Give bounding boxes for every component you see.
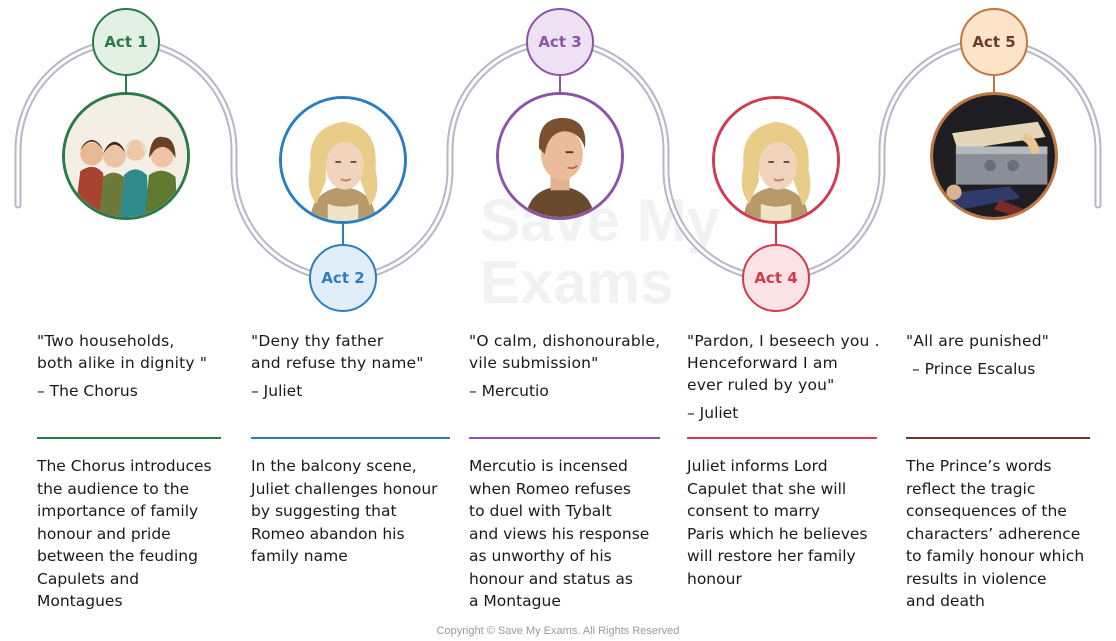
act-4-speaker: – Juliet: [687, 404, 739, 422]
description-line: a Montague: [469, 592, 561, 610]
act-3-quote-block: "O calm, dishonourable, vile submission"…: [469, 330, 679, 402]
description-line: honour and status as: [469, 569, 633, 588]
description-line: and views his response: [469, 524, 650, 543]
description-line: the audience to the: [37, 479, 190, 498]
description-line: reflect the tragic: [906, 479, 1036, 498]
description-line: will restore her family: [687, 547, 856, 565]
description-line: Montagues: [37, 592, 123, 610]
mercutio-portrait-icon: [496, 92, 624, 220]
act-2-speaker: – Juliet: [251, 382, 303, 400]
description-line: Capulet that she will: [687, 479, 847, 498]
act-1-quote: "Two households, both alike in dignity ": [37, 330, 247, 374]
description-line: In the balcony scene,: [251, 457, 417, 475]
act-3-speaker: – Mercutio: [469, 382, 549, 400]
juliet-portrait-icon: [712, 96, 840, 224]
act-1-label: Act 1: [92, 8, 160, 76]
act-4-quote-line: Henceforward I am: [687, 354, 838, 372]
description-line: consequences of the: [906, 502, 1067, 520]
act-2-quote-block: "Deny thy father and refuse thy name" – …: [251, 330, 461, 402]
description-line: as unworthy of his: [469, 547, 612, 565]
act-2-quote: "Deny thy father and refuse thy name": [251, 330, 461, 374]
act-5-label-text: Act 5: [972, 33, 1016, 51]
act-5-label: Act 5: [960, 8, 1028, 76]
act-1-divider: [37, 437, 221, 439]
act-3-label-text: Act 3: [538, 33, 582, 51]
act-2-divider: [251, 437, 450, 439]
description-line: Juliet informs Lord: [687, 457, 828, 475]
description-line: Paris which he believes: [687, 524, 868, 543]
act-2-quote-line: and refuse thy name": [251, 354, 424, 372]
act-3-quote-line: "O calm, dishonourable,: [469, 332, 661, 350]
act-1-quote-block: "Two households, both alike in dignity "…: [37, 330, 247, 402]
act-3-quote: "O calm, dishonourable, vile submission": [469, 330, 679, 374]
description-line: importance of family: [37, 502, 199, 520]
description-line: to family honour which: [906, 547, 1085, 565]
act-2-label-text: Act 2: [321, 269, 365, 287]
tomb-portrait-icon: [930, 92, 1058, 220]
act-1-quote-line: both alike in dignity ": [37, 354, 208, 372]
act-2-label: Act 2: [309, 244, 377, 312]
watermark-line-2: Exams: [480, 249, 674, 316]
act-4-quote: "Pardon, I beseech you . Henceforward I …: [687, 330, 897, 396]
description-line: consent to marry: [687, 502, 820, 520]
description-line: honour and pride: [37, 524, 171, 543]
juliet-portrait-icon: [279, 96, 407, 224]
act-5-quote-line: "All are punished": [906, 332, 1050, 350]
description-line: Juliet challenges honour: [251, 479, 438, 498]
act-4-quote-line: "Pardon, I beseech you .: [687, 332, 880, 350]
act-3-description: Mercutio is incensed when Romeo refuses …: [469, 455, 684, 613]
act-1-quote-line: "Two households,: [37, 332, 175, 350]
description-line: by suggesting that: [251, 502, 397, 520]
act-1-label-text: Act 1: [104, 33, 148, 51]
description-line: characters’ adherence: [906, 524, 1081, 543]
description-line: honour: [687, 569, 742, 588]
act-4-description: Juliet informs Lord Capulet that she wil…: [687, 455, 902, 590]
act-5-description: The Prince’s words reflect the tragic co…: [906, 455, 1116, 613]
act-4-label-text: Act 4: [754, 269, 798, 287]
act-5-speaker: – Prince Escalus: [912, 360, 1036, 378]
description-line: The Prince’s words: [906, 457, 1052, 475]
act-4-divider: [687, 437, 877, 439]
act-3-label: Act 3: [526, 8, 594, 76]
act-4-label: Act 4: [742, 244, 810, 312]
act-2-quote-line: "Deny thy father: [251, 332, 384, 350]
act-1-speaker: – The Chorus: [37, 382, 138, 400]
description-line: Capulets and: [37, 569, 140, 588]
description-line: Romeo abandon his: [251, 524, 405, 543]
description-line: when Romeo refuses: [469, 479, 631, 498]
act-3-quote-line: vile submission": [469, 354, 599, 372]
description-line: and death: [906, 592, 985, 610]
act-1-description: The Chorus introduces the audience to th…: [37, 455, 252, 613]
description-line: between the feuding: [37, 547, 198, 565]
act-5-quote: "All are punished": [906, 330, 1116, 352]
description-line: The Chorus introduces: [37, 457, 212, 475]
act-5-divider: [906, 437, 1090, 439]
act-4-quote-block: "Pardon, I beseech you . Henceforward I …: [687, 330, 897, 424]
crowd-portrait-icon: [62, 92, 190, 220]
act-3-divider: [469, 437, 660, 439]
act-4-quote-line: ever ruled by you": [687, 376, 835, 394]
description-line: family name: [251, 547, 348, 565]
act-5-quote-block: "All are punished" – Prince Escalus: [906, 330, 1116, 380]
description-line: Mercutio is incensed: [469, 457, 628, 475]
description-line: results in violence: [906, 569, 1047, 588]
copyright-notice: Copyright © Save My Exams. All Rights Re…: [436, 625, 680, 637]
description-line: to duel with Tybalt: [469, 502, 612, 520]
act-2-description: In the balcony scene, Juliet challenges …: [251, 455, 466, 568]
